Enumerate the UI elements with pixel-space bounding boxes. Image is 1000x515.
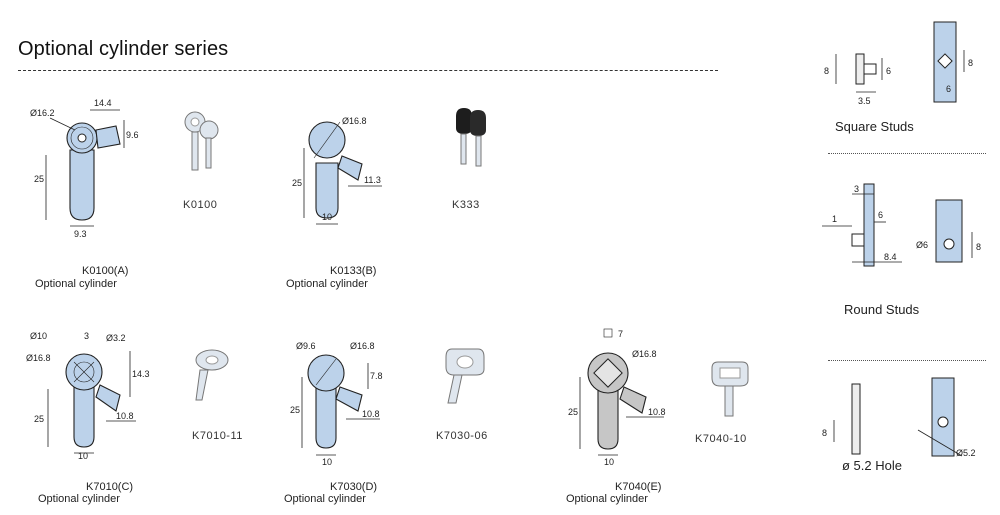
cyl-e-dim-0: 7 [618, 329, 623, 339]
cyl-d-dim-3: 25 [290, 405, 300, 415]
key-b-image [456, 108, 486, 167]
cyl-d-dim-5: 10 [322, 457, 332, 467]
cyl-c-dim-1: 3 [84, 331, 89, 341]
cylinder-a-body [66, 122, 121, 221]
hole-drawing: 8 Ø5.2 [822, 377, 976, 458]
cyl-c-dim-2: Ø3.2 [106, 333, 126, 343]
cyl-a-dim-2: 9.6 [126, 130, 139, 140]
round-studs-drawing: 3 1 6 8.4 Ø6 8 [822, 183, 981, 267]
square-studs-drawing: 8 6 3.5 8 6 [824, 21, 973, 106]
studs-divider-1 [828, 153, 986, 154]
square-dim-1: 6 [886, 66, 891, 76]
cylinder-d-caption: Optional cylinder [284, 493, 366, 505]
title-divider [18, 70, 718, 71]
round-dim-5: 8 [976, 242, 981, 252]
cylinder-c-drawing: Ø10 3 Ø3.2 Ø16.8 14.3 25 10.8 10 [26, 331, 150, 461]
cyl-c-dim-6: 10.8 [116, 411, 134, 421]
cylinder-a-code: K0100(A) [82, 265, 129, 277]
cylinder-d-drawing: Ø9.6 Ø16.8 7.8 25 10.8 10 [290, 341, 383, 467]
cyl-b-dim-1: 25 [292, 178, 302, 188]
square-studs-label: Square Studs [835, 119, 914, 134]
square-dim-3: 8 [968, 58, 973, 68]
key-e-label: K7040-10 [695, 433, 747, 445]
round-dim-4: Ø6 [916, 240, 928, 250]
round-dim-1: 1 [832, 214, 837, 224]
cyl-b-dim-2: 11.3 [364, 175, 381, 185]
cylinder-a-caption: Optional cylinder [35, 278, 117, 290]
cyl-e-dim-1: Ø16.8 [632, 349, 657, 359]
cylinder-e-drawing: 7 Ø16.8 25 10.8 10 [568, 328, 666, 467]
cyl-a-dim-0: Ø16.2 [30, 108, 55, 118]
key-a-image [184, 111, 219, 171]
cyl-b-dim-3: 10 [322, 212, 332, 222]
key-c-image [195, 349, 229, 401]
cyl-a-dim-3: 25 [34, 174, 44, 184]
cyl-e-dim-2: 25 [568, 407, 578, 417]
cyl-d-dim-4: 10.8 [362, 409, 380, 419]
cyl-c-dim-4: 14.3 [132, 369, 150, 379]
key-d-image [445, 348, 485, 404]
round-dim-2: 6 [878, 210, 883, 220]
hole-dim-1: Ø5.2 [956, 448, 976, 458]
key-d-label: K7030-06 [436, 430, 488, 442]
square-dim-4: 6 [946, 84, 951, 94]
square-dim-2: 3.5 [858, 96, 871, 106]
cyl-c-dim-7: 10 [78, 451, 88, 461]
cyl-a-dim-1: 14.4 [94, 98, 112, 108]
cyl-c-dim-5: 25 [34, 414, 44, 424]
key-e-image [711, 361, 749, 417]
cyl-c-dim-3: Ø16.8 [26, 353, 51, 363]
cylinder-b-caption: Optional cylinder [286, 278, 368, 290]
cyl-c-dim-0: Ø10 [30, 331, 47, 341]
cyl-d-dim-0: Ø9.6 [296, 341, 316, 351]
studs-divider-2 [828, 360, 986, 361]
cylinder-b-code: K0133(B) [330, 265, 377, 277]
round-dim-3: 8.4 [884, 252, 897, 262]
round-studs-label: Round Studs [844, 302, 920, 317]
cyl-d-dim-2: 7.8 [370, 371, 383, 381]
cyl-e-dim-4: 10 [604, 457, 614, 467]
cylinder-e-caption: Optional cylinder [566, 493, 648, 505]
key-b-label: K333 [452, 199, 480, 211]
key-a-label: K0100 [183, 199, 218, 211]
page-title: Optional cylinder series [18, 38, 229, 60]
hole-label: ø 5.2 Hole [842, 458, 902, 473]
cylinder-a-drawing: Ø16.2 14.4 9.6 25 9.3 [30, 98, 139, 239]
cylinder-d-code: K7030(D) [330, 481, 378, 493]
cylinder-e-code: K7040(E) [615, 481, 662, 493]
cyl-d-dim-1: Ø16.8 [350, 341, 375, 351]
round-dim-0: 3 [854, 184, 859, 194]
key-c-label: K7010-11 [192, 430, 243, 442]
hole-dim-0: 8 [822, 428, 827, 438]
cyl-a-dim-4: 9.3 [74, 229, 87, 239]
cylinder-c-caption: Optional cylinder [38, 493, 120, 505]
cyl-b-dim-0: Ø16.8 [342, 116, 367, 126]
square-dim-0: 8 [824, 66, 829, 76]
cylinder-b-drawing: Ø16.8 25 11.3 10 [292, 116, 382, 225]
cyl-e-dim-3: 10.8 [648, 407, 666, 417]
cylinder-c-code: K7010(C) [86, 481, 134, 493]
